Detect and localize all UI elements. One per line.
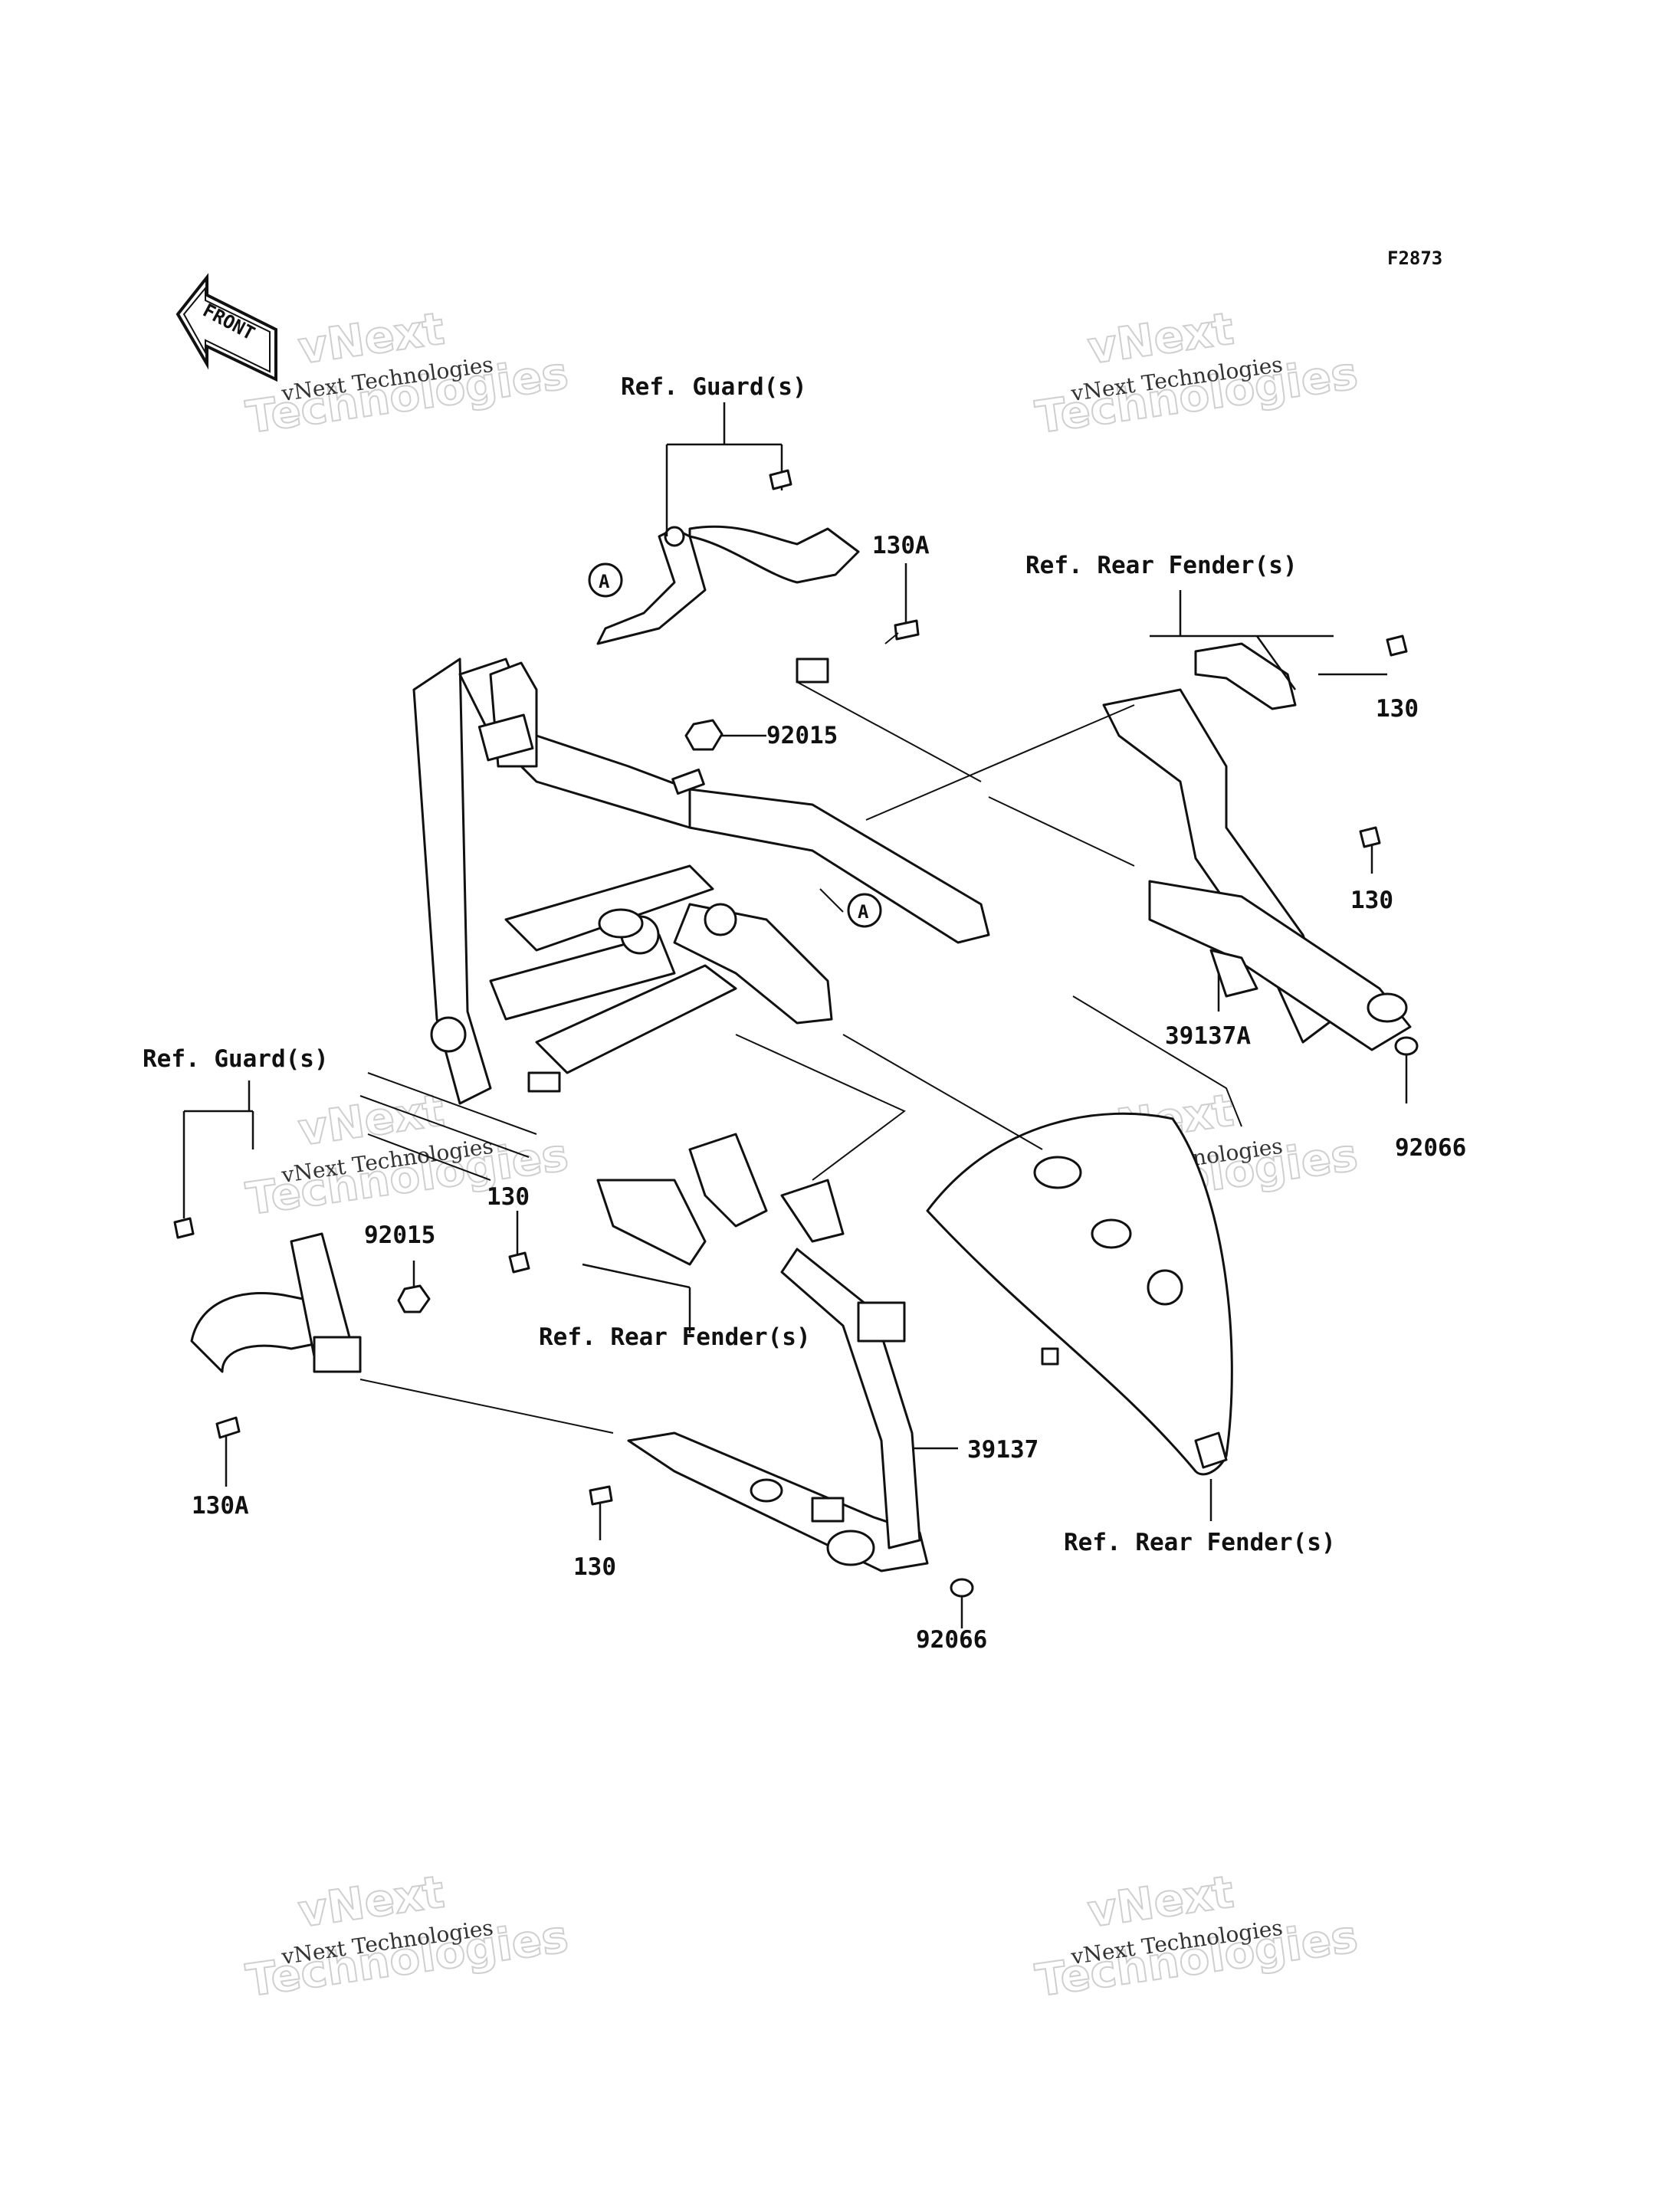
part-39137A-label: 39137A — [1165, 1022, 1251, 1050]
part-130-mid-right-label: 130 — [1350, 887, 1393, 914]
bolt-left-guard-icon — [173, 1217, 195, 1239]
part-92066-right-label: 92066 — [1395, 1134, 1466, 1162]
watermark-bottom-left: vNext Technologies vNext Technologies — [242, 1864, 572, 2007]
cap-92066-bottom-icon — [950, 1578, 974, 1598]
svg-text:A: A — [599, 571, 610, 592]
ref-guard-left-label: Ref. Guard(s) — [143, 1045, 329, 1073]
part-92015-top-label: 92015 — [766, 722, 838, 749]
figure-code: F2873 — [1387, 248, 1442, 269]
callout-labels: Ref. Guard(s) 130A Ref. Rear Fender(s) 9… — [143, 373, 1466, 1654]
part-130-bottom-label: 130 — [573, 1553, 616, 1581]
bolt-130-bottom-icon — [589, 1485, 613, 1506]
watermark-top-right: vNext Technologies vNext Technologies — [1032, 301, 1361, 444]
bolt-top-guard-icon — [769, 469, 792, 490]
watermark-top-left: vNext Technologies vNext Technologies — [242, 301, 572, 444]
rear-bracket-right — [1102, 642, 1412, 1051]
part-92066-bottom-label: 92066 — [916, 1626, 987, 1654]
nut-92015-left-icon — [397, 1284, 431, 1313]
rear-fender — [926, 1112, 1233, 1476]
bolt-130A-bottom-icon — [215, 1416, 241, 1439]
guard-bracket-lower — [190, 1232, 362, 1373]
bolt-130-mid-right-icon — [1359, 826, 1381, 848]
ref-rear-fender-mid-label: Ref. Rear Fender(s) — [539, 1323, 811, 1351]
front-arrow-icon: FRONT — [176, 273, 277, 382]
bolt-130-top-right-icon — [1386, 635, 1408, 657]
bolt-130A-top-icon — [884, 619, 920, 644]
part-130-top-right-label: 130 — [1376, 695, 1419, 723]
leader-lines — [182, 402, 1408, 1628]
ref-marker-a-frame: A — [847, 893, 882, 928]
fasteners — [173, 469, 1419, 1598]
rear-bracket-lower — [627, 1248, 929, 1572]
ref-guard-top-label: Ref. Guard(s) — [621, 373, 807, 401]
nut-92015-top-icon — [684, 719, 724, 751]
part-130A-bottom-label: 130A — [192, 1492, 249, 1520]
part-130-center-label: 130 — [487, 1183, 530, 1211]
svg-text:A: A — [858, 901, 869, 923]
cap-92066-right-icon — [1394, 1036, 1419, 1056]
part-130A-top-label: 130A — [872, 532, 930, 559]
ref-rear-fender-top-label: Ref. Rear Fender(s) — [1025, 552, 1298, 579]
guard-bracket-upper — [596, 525, 860, 684]
main-frame — [359, 657, 990, 1181]
ref-marker-a-top: A — [588, 562, 623, 598]
bolt-130-center-icon — [508, 1251, 530, 1274]
part-92015-left-label: 92015 — [364, 1221, 435, 1249]
watermark-bottom-right: vNext Technologies vNext Technologies — [1032, 1864, 1361, 2007]
rear-bracket-center — [596, 1133, 845, 1266]
part-39137-label: 39137 — [967, 1436, 1039, 1464]
ref-rear-fender-bottom-label: Ref. Rear Fender(s) — [1064, 1529, 1336, 1556]
